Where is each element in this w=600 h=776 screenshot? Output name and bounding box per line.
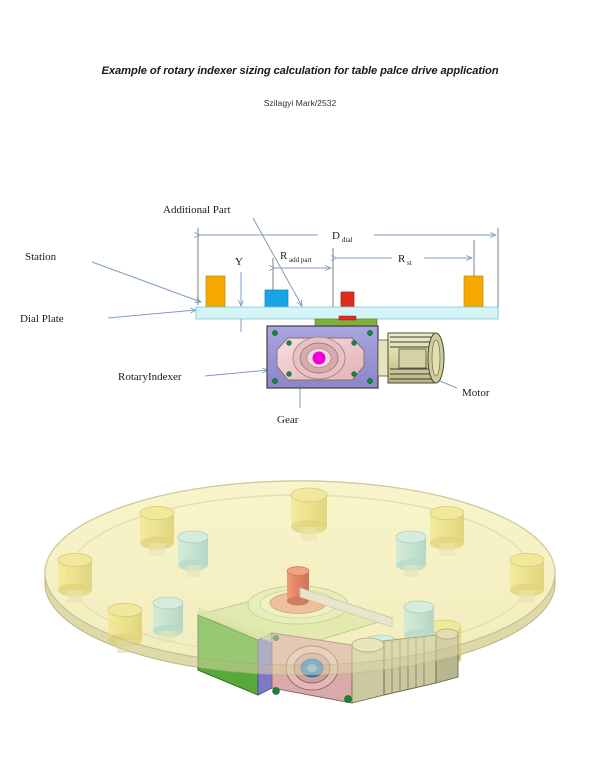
dimension-r-add-subscript: add part (289, 256, 312, 264)
station-block-left (205, 275, 226, 308)
label-gear: Gear (277, 414, 299, 426)
dimension-d-dial-label: D (332, 230, 340, 242)
motor-assembly (377, 332, 445, 384)
leader-station: Station (25, 251, 201, 302)
document-author: Szilagyi Mark/2532 (263, 98, 337, 108)
dimension-r-st-label: R (398, 253, 406, 265)
dimension-r-st-subscript: st (407, 259, 412, 267)
dimension-y: Y (235, 256, 243, 332)
leader-dial-plate: Dial Plate (20, 310, 196, 325)
leader-additional-part: Additional Part (163, 204, 302, 306)
dimension-d-dial: D dial (198, 228, 499, 315)
dimension-y-label: Y (235, 256, 243, 268)
label-rotary-indexer: RotaryIndexer (118, 371, 182, 383)
rotary-indexer-body (266, 325, 379, 389)
center-red-block (340, 291, 355, 308)
dial-disc-front-overlay (44, 481, 556, 676)
leader-rotary-indexer: RotaryIndexer (118, 370, 268, 383)
rotary-indexer-iso-view (0, 455, 600, 725)
center-red-cylinder (286, 566, 310, 606)
dimension-d-dial-subscript: dial (342, 236, 353, 244)
additional-part-block (264, 289, 289, 308)
label-station: Station (25, 251, 57, 263)
station-block-right (463, 275, 484, 308)
label-additional-part: Additional Part (163, 204, 231, 216)
dimension-r-st: R st (337, 240, 475, 308)
label-dial-plate: Dial Plate (20, 313, 64, 325)
dimension-r-add-label: R (280, 250, 288, 262)
page-title: Example of rotary indexer sizing calcula… (101, 65, 499, 77)
label-motor: Motor (462, 387, 490, 399)
rotary-indexer-section-view: D dial R add part R st Y (0, 180, 600, 440)
indexer-hub (312, 351, 326, 365)
